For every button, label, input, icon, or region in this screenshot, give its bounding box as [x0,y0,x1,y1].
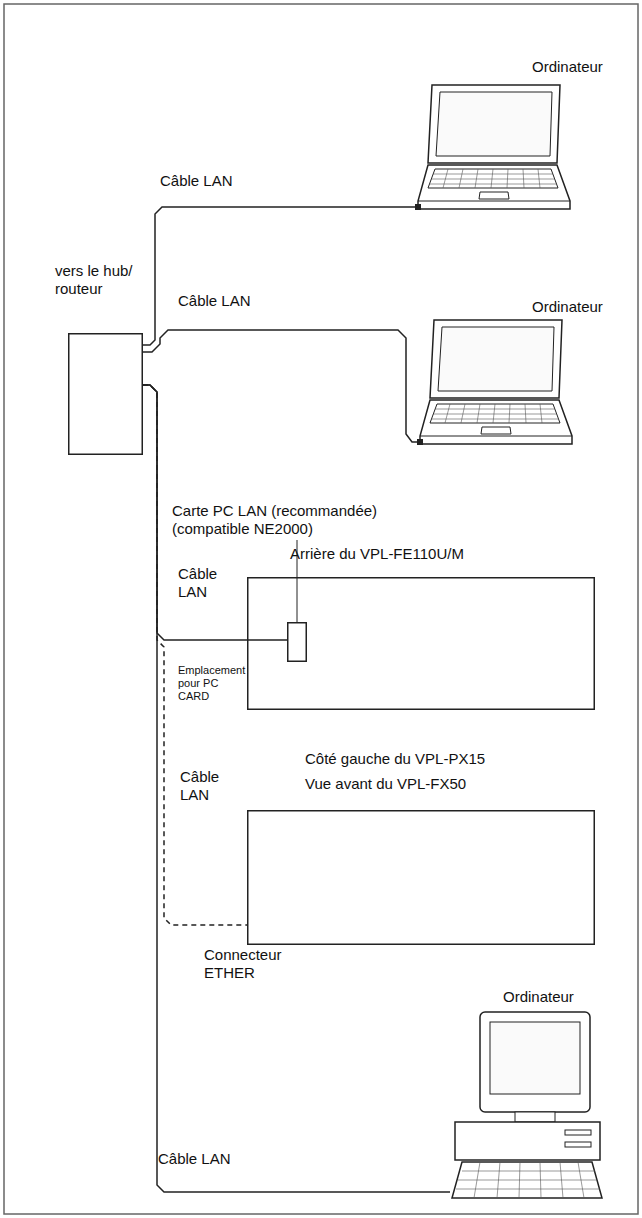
node-heading: Côté gauche du VPL-PX15 [305,750,585,768]
pc-card: Carte PC LAN (recommandée) (compatible N… [287,622,307,662]
node-heading: Ordinateur [532,298,642,316]
node-heading: Vue avant du VPL-FX50 [305,775,585,793]
projector-box: Arrière du VPL-FE110U/MCarte PC LAN (rec… [247,577,595,710]
lan-cable [143,207,418,345]
laptop-illustration [417,320,572,445]
computer-laptop: Ordinateur [418,85,570,209]
node-heading: Ordinateur [503,988,613,1006]
cable-label: Câble LAN [160,172,260,190]
part-label: Connecteur ETHER [204,946,289,982]
hub-router-box: vers le hub/ routeur [68,333,143,455]
projector-box: Côté gauche du VPL-PX15Vue avant du VPL-… [247,810,595,945]
lan-cable [143,385,247,925]
computer-laptop: Ordinateur [420,320,572,444]
computer-desktop: Ordinateur [450,1012,604,1200]
laptop-illustration [415,85,570,210]
cable-label: Câble LAN [180,768,228,804]
frame-border [4,4,638,1214]
node-heading: Arrière du VPL-FE110U/M [290,545,590,563]
node-heading: Carte PC LAN (recommandée) (compatible N… [172,502,387,538]
part-label: Emplacement pour PC CARD [178,664,242,704]
cable-label: Câble LAN [158,1150,258,1168]
cable-label: Câble LAN [178,565,226,601]
desktop-illustration [452,1012,602,1198]
node-heading: Ordinateur [532,58,642,76]
lan-cable [143,330,420,442]
cable-label: Câble LAN [178,292,278,310]
node-heading: vers le hub/ routeur [55,262,145,298]
